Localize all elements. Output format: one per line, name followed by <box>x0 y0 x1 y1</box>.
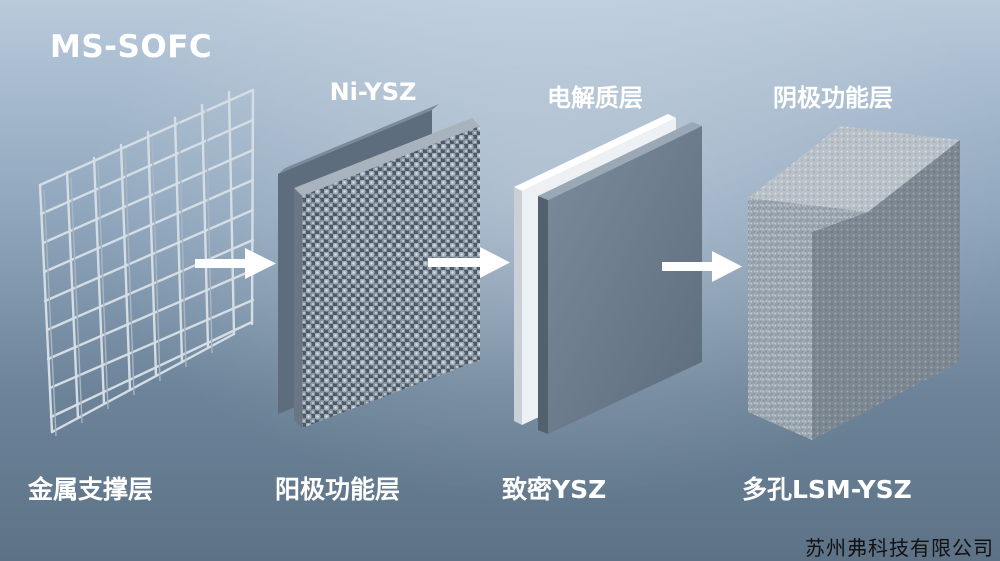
bottom-label-dense-ysz: 致密YSZ <box>502 475 607 504</box>
top-label-cathode: 阴极功能层 <box>773 84 893 112</box>
metal-mesh <box>38 88 255 434</box>
diagram-title: MS-SOFC <box>50 29 213 65</box>
arrow-2 <box>428 247 510 278</box>
arrow-3 <box>662 251 742 282</box>
arrow-1 <box>195 248 276 279</box>
bottom-label-metal-support: 金属支撑层 <box>28 475 154 504</box>
top-label-electrolyte: 电解质层 <box>547 84 643 112</box>
bottom-label-porous-lsm-ysz: 多孔LSM-YSZ <box>742 475 912 504</box>
electrolyte-layer <box>514 114 702 434</box>
bottom-label-anode: 阳极功能层 <box>275 475 401 504</box>
anode-layer <box>278 104 480 428</box>
company-footer: 苏州弗科技有限公司 <box>805 536 994 560</box>
top-label-ni-ysz: Ni-YSZ <box>329 78 417 106</box>
cathode-layer <box>748 126 960 440</box>
